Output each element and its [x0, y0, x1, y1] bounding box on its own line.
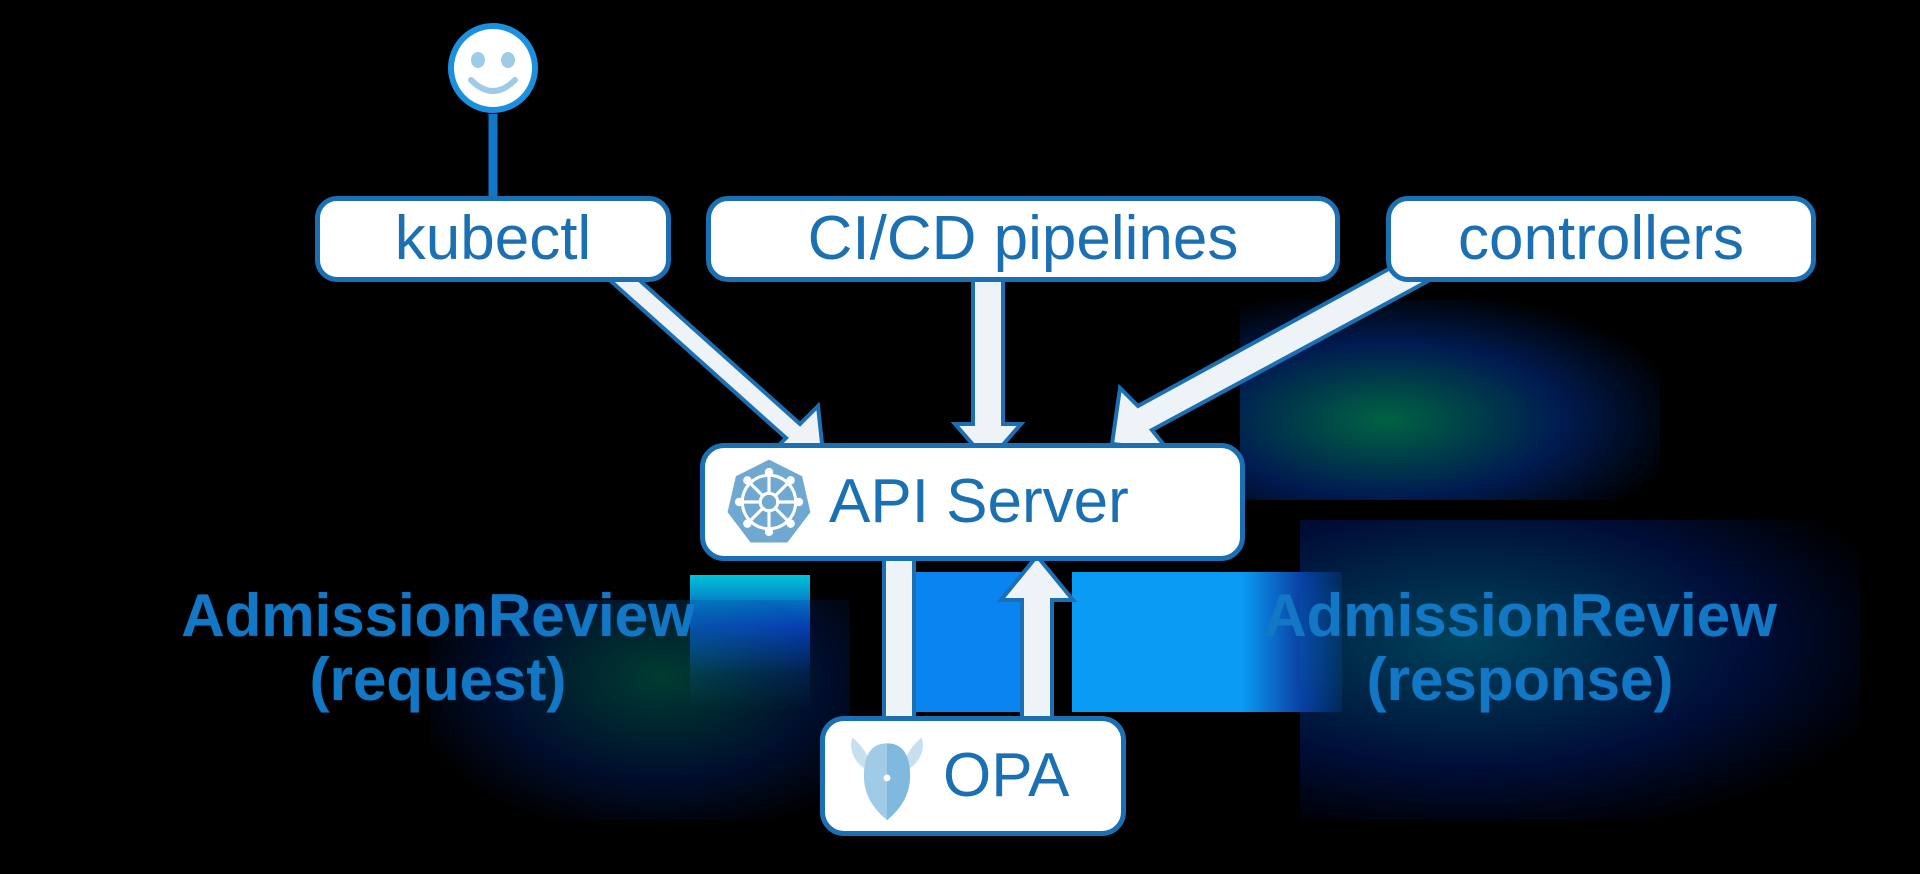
artifact-glow-upper-right [1240, 300, 1660, 500]
node-controllers[interactable]: controllers [1386, 196, 1816, 282]
node-kubectl[interactable]: kubectl [315, 196, 671, 282]
node-cicd-pipelines[interactable]: CI/CD pipelines [706, 196, 1340, 282]
node-kubectl-label: kubectl [394, 204, 592, 273]
caption-response-line1: AdmissionReview [1263, 582, 1777, 649]
smiley-face-icon [448, 23, 538, 203]
edge-kubectl-to-apiserver [586, 249, 827, 465]
node-opa[interactable]: OPA [820, 716, 1126, 836]
artifact-block-mid [908, 572, 1046, 712]
node-api-server-label: API Server [829, 467, 1129, 536]
caption-admissionreview-request: AdmissionReview (request) [118, 584, 758, 712]
edge-cicd-to-apiserver [950, 274, 1026, 466]
node-cicd-pipelines-label: CI/CD pipelines [807, 204, 1239, 273]
node-opa-label: OPA [943, 741, 1070, 810]
opa-icon [851, 737, 923, 821]
caption-admissionreview-response: AdmissionReview (response) [1180, 584, 1860, 712]
user-actor [443, 18, 543, 203]
caption-response-line2: (response) [1366, 646, 1674, 713]
kubernetes-icon [727, 459, 811, 543]
caption-request-line1: AdmissionReview [181, 582, 695, 649]
caption-request-line2: (request) [309, 646, 567, 713]
node-controllers-label: controllers [1458, 204, 1744, 273]
node-api-server[interactable]: API Server [700, 443, 1245, 561]
